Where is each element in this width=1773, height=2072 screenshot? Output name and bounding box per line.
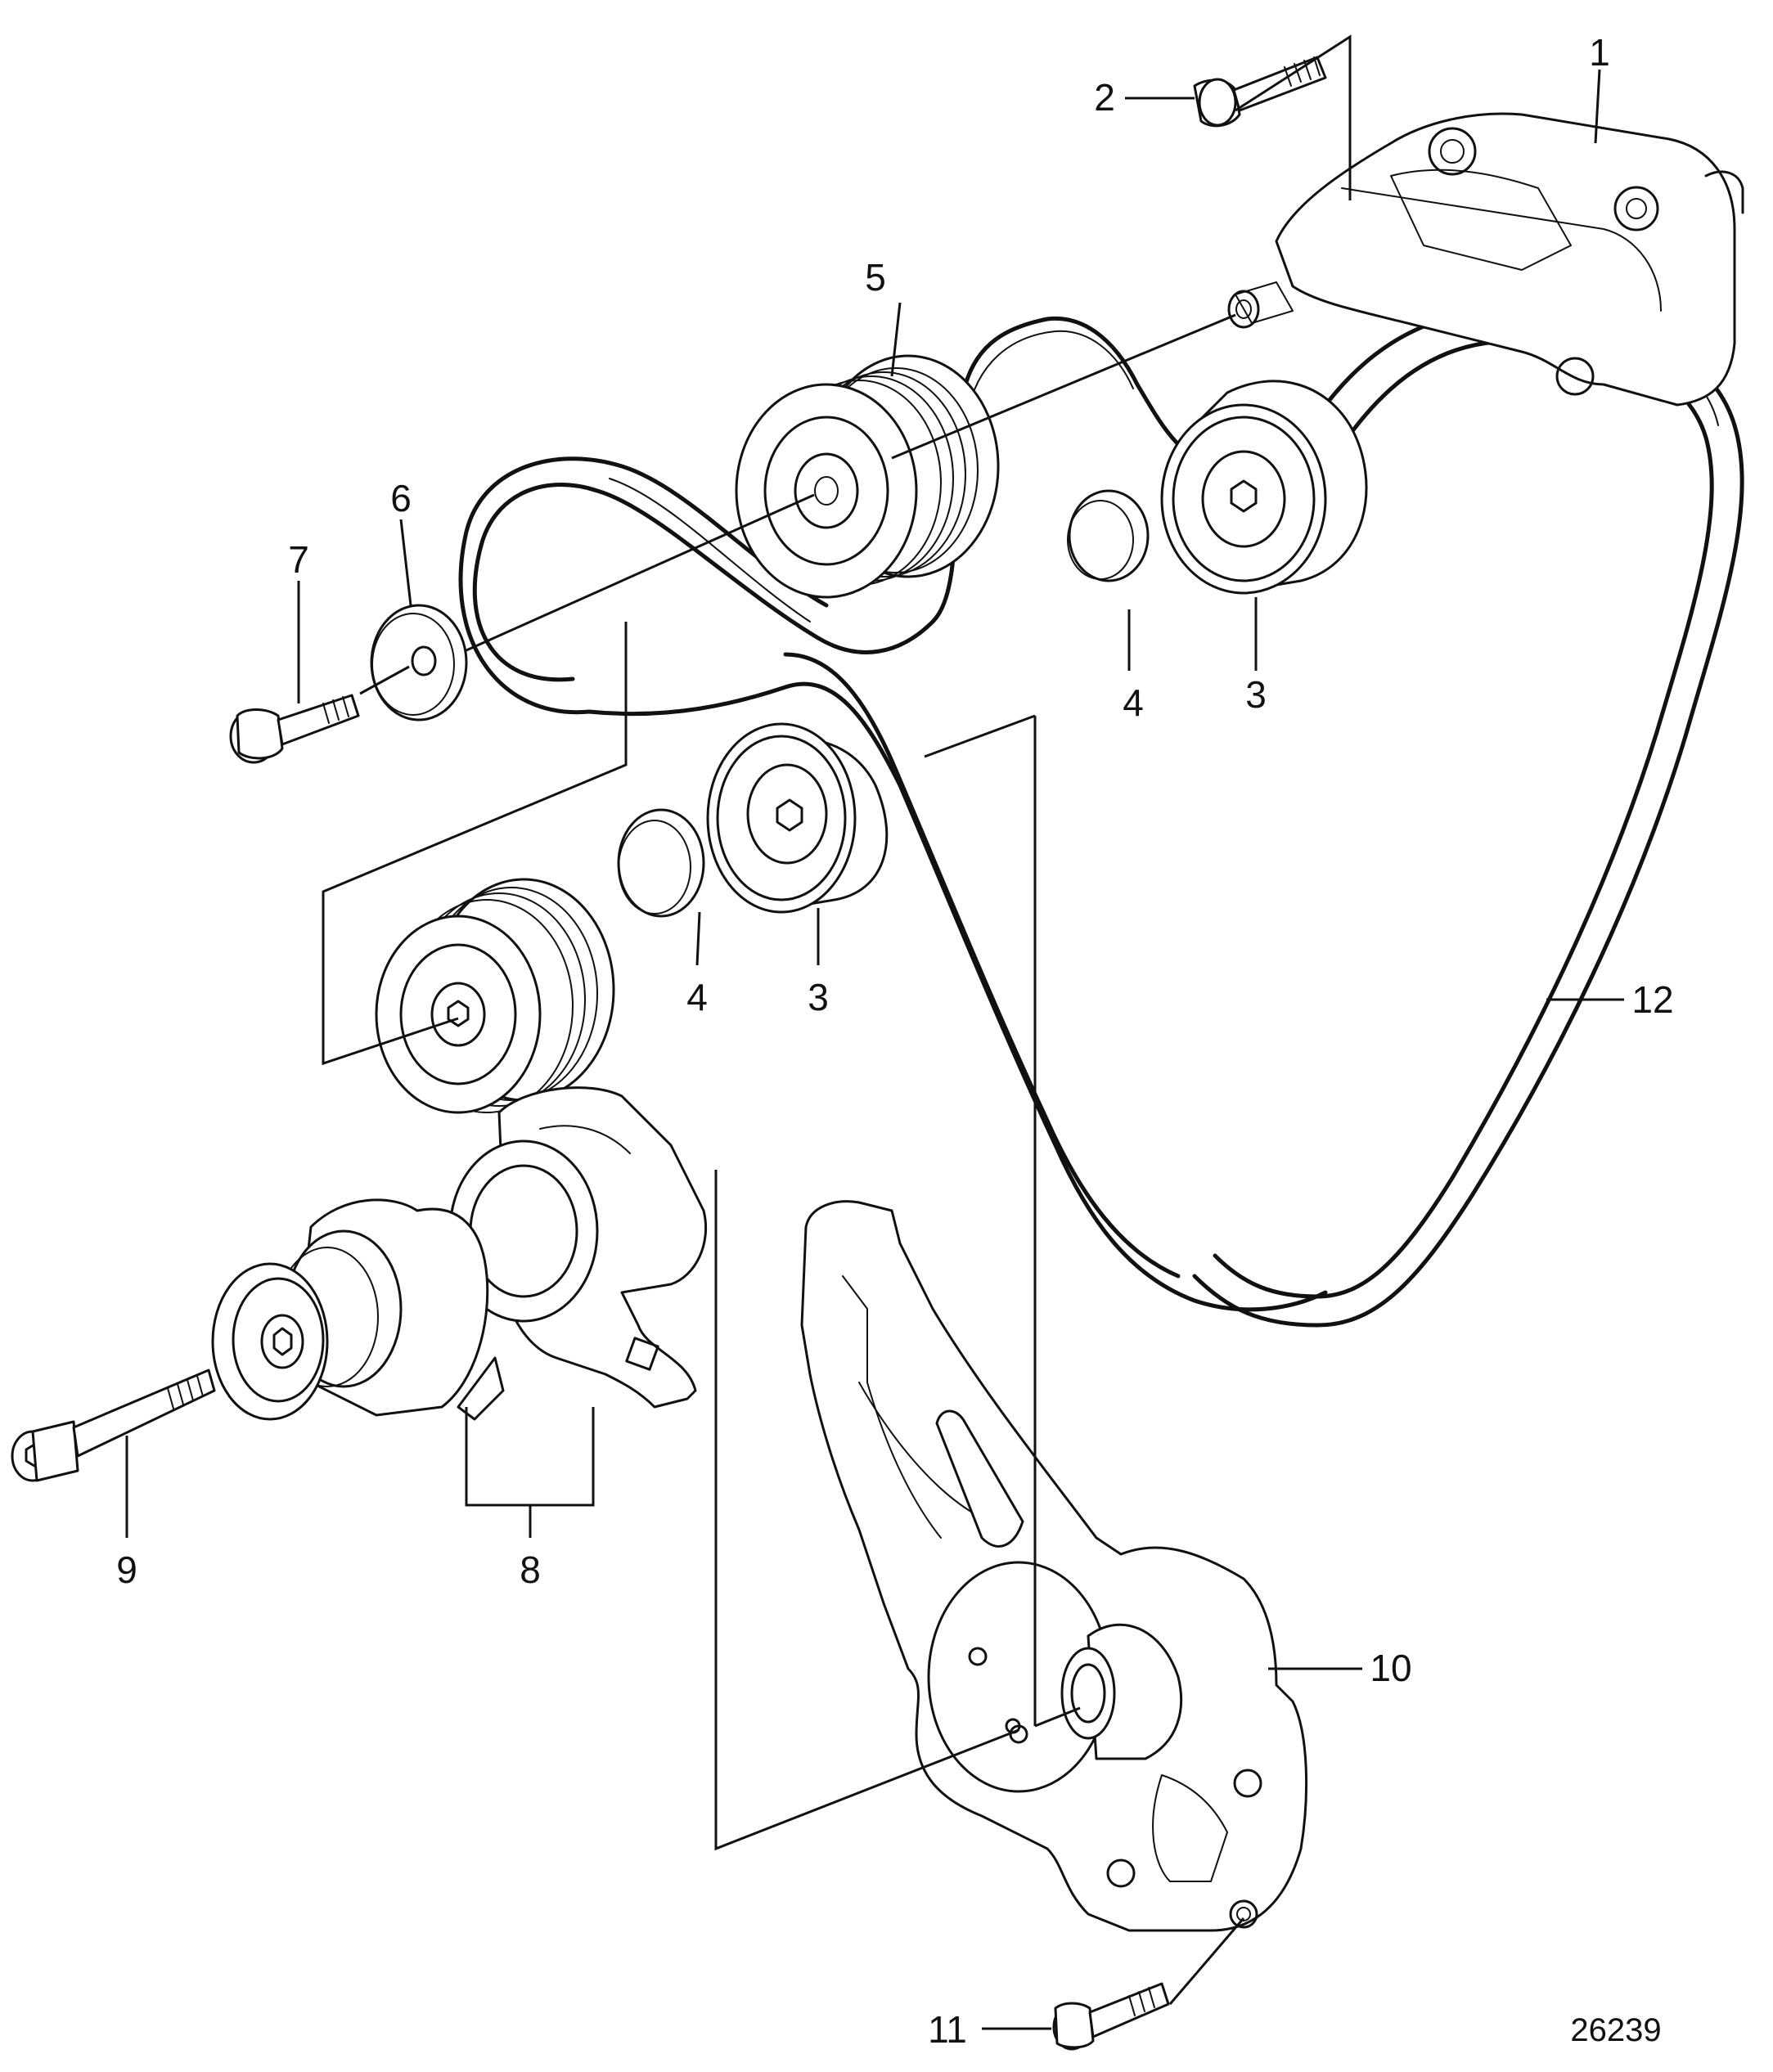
callout-11: 11 [928, 2008, 967, 2051]
callout-1: 1 [1589, 31, 1610, 74]
callout-2: 2 [1094, 76, 1115, 119]
washer-4-upper [1067, 489, 1150, 582]
bolt-7 [229, 694, 360, 764]
callout-leaders [125, 69, 1624, 2030]
tensioner-pulley [375, 878, 615, 1114]
bolt-9 [11, 1369, 216, 1482]
assembly-leader-lines [322, 34, 1352, 2005]
callout-8: 8 [520, 1548, 541, 1591]
washer-4-lower [617, 808, 705, 918]
washer-6 [370, 604, 468, 721]
mounting-bracket-1 [1227, 112, 1744, 407]
bolt-11 [1052, 1982, 1170, 2051]
callout-4-upper: 4 [1123, 681, 1144, 724]
water-pump-housing-10 [800, 1200, 1308, 1932]
figure-number: 26239 [1570, 2012, 1661, 2048]
callout-10: 10 [1370, 1647, 1411, 1689]
pulley-5 [735, 354, 1000, 599]
bolt-2 [1193, 56, 1327, 128]
callout-3-upper: 3 [1245, 673, 1267, 716]
idler-pulley-3-lower [706, 722, 889, 914]
callout-9: 9 [116, 1548, 137, 1591]
drive-belt-main [458, 316, 1328, 1312]
idler-pulley-3-upper [1160, 380, 1368, 595]
callout-6: 6 [390, 477, 412, 519]
callout-5: 5 [865, 256, 886, 299]
callout-12: 12 [1631, 978, 1673, 1021]
callout-4-lower: 4 [686, 976, 708, 1018]
tensioner-pulley-hub [211, 1198, 489, 1421]
tensioner-arm [448, 1086, 708, 1421]
callout-3-lower: 3 [808, 976, 829, 1018]
callout-labels: 1 2 5 6 7 3 4 4 3 12 9 8 10 11 26239 [116, 31, 1673, 2051]
callout-7: 7 [288, 538, 309, 581]
